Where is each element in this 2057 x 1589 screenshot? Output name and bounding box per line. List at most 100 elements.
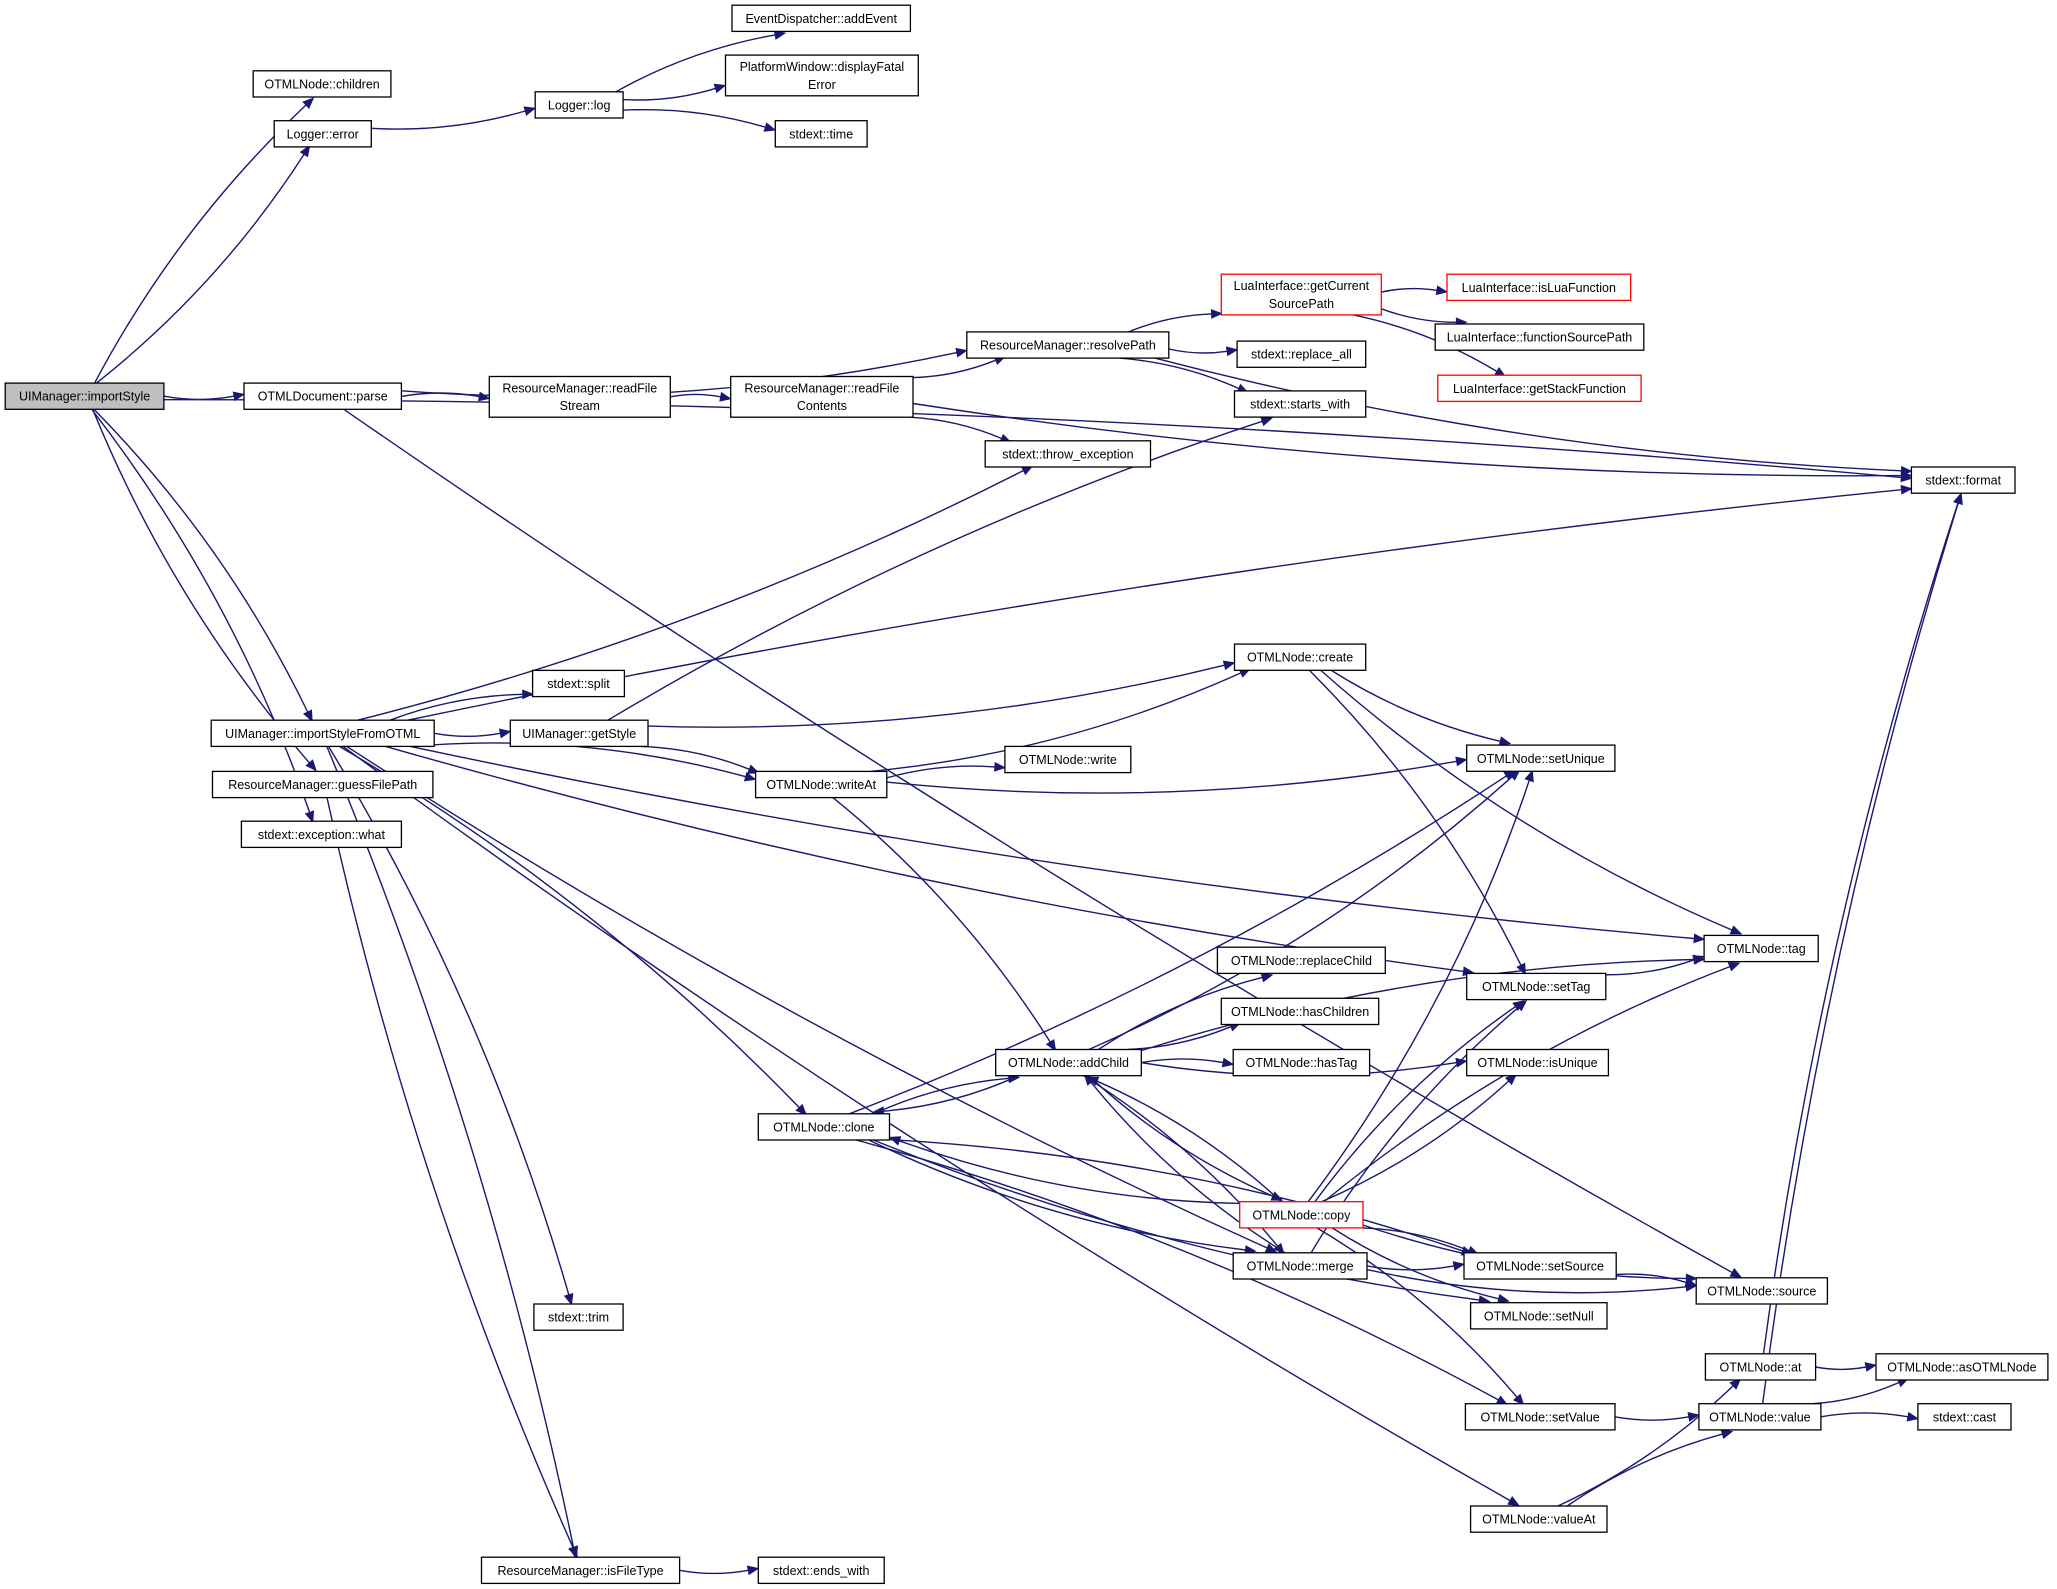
node-format[interactable]: stdext::format	[1910, 466, 2016, 494]
node-box[interactable]	[211, 770, 434, 799]
node-error[interactable]: Logger::error	[273, 120, 372, 148]
node-trim[interactable]: stdext::trim	[533, 1303, 624, 1331]
node-tag[interactable]: OTMLNode::tag	[1703, 934, 1819, 963]
node-box[interactable]	[1220, 273, 1382, 316]
node-box[interactable]	[1233, 643, 1367, 671]
node-box[interactable]	[966, 331, 1170, 359]
node-cast[interactable]: stdext::cast	[1917, 1403, 2012, 1431]
node-box[interactable]	[273, 120, 372, 148]
node-functionSourcePath[interactable]: LuaInterface::functionSourcePath	[1434, 323, 1645, 351]
node-children[interactable]: OTMLNode::children	[252, 70, 392, 98]
node-getStackFunction[interactable]: LuaInterface::getStackFunction	[1437, 374, 1642, 403]
node-box[interactable]	[1004, 745, 1132, 774]
node-box[interactable]	[1466, 972, 1607, 1001]
node-write[interactable]: OTMLNode::write	[1004, 745, 1132, 774]
node-box[interactable]	[1704, 1353, 1817, 1381]
node-box[interactable]	[1236, 340, 1367, 368]
node-asOTMLNode[interactable]: OTMLNode::asOTMLNode	[1875, 1353, 2049, 1381]
node-box[interactable]	[252, 70, 392, 98]
node-clone[interactable]: OTMLNode::clone	[757, 1113, 891, 1141]
node-guessFilePath[interactable]: ResourceManager::guessFilePath	[211, 770, 434, 799]
node-box[interactable]	[1469, 1302, 1608, 1330]
node-box[interactable]	[724, 54, 919, 97]
node-box[interactable]	[1466, 744, 1616, 772]
node-box[interactable]	[730, 375, 914, 418]
node-getStyle[interactable]: UIManager::getStyle	[509, 719, 649, 748]
node-box[interactable]	[1216, 946, 1386, 975]
node-box[interactable]	[1446, 273, 1632, 302]
node-box[interactable]	[531, 669, 626, 698]
node-setTag[interactable]: OTMLNode::setTag	[1466, 972, 1607, 1001]
node-writeAt[interactable]: OTMLNode::writeAt	[754, 770, 888, 799]
node-box[interactable]	[984, 440, 1152, 468]
node-setUnique[interactable]: OTMLNode::setUnique	[1466, 744, 1616, 772]
node-valueAt[interactable]: OTMLNode::valueAt	[1469, 1505, 1608, 1533]
node-box[interactable]	[1917, 1403, 2012, 1431]
node-isLuaFunction[interactable]: LuaInterface::isLuaFunction	[1446, 273, 1632, 302]
node-box[interactable]	[534, 91, 624, 119]
node-box[interactable]	[1703, 934, 1819, 963]
node-setNull[interactable]: OTMLNode::setNull	[1469, 1302, 1608, 1330]
node-time[interactable]: stdext::time	[774, 120, 868, 148]
node-box[interactable]	[1434, 323, 1645, 351]
node-throw_exception[interactable]: stdext::throw_exception	[984, 440, 1152, 468]
node-box[interactable]	[1437, 374, 1642, 403]
node-isUnique[interactable]: OTMLNode::isUnique	[1466, 1048, 1610, 1077]
node-box[interactable]	[1239, 1201, 1364, 1229]
node-box[interactable]	[731, 4, 912, 33]
node-box[interactable]	[1232, 1252, 1368, 1280]
node-box[interactable]	[1233, 390, 1367, 418]
node-box[interactable]	[995, 1048, 1142, 1077]
node-starts_with[interactable]: stdext::starts_with	[1233, 390, 1367, 418]
node-addChild[interactable]: OTMLNode::addChild	[995, 1048, 1142, 1077]
node-merge[interactable]: OTMLNode::merge	[1232, 1252, 1368, 1280]
node-resolvePath[interactable]: ResourceManager::resolvePath	[966, 331, 1170, 359]
node-hasChildren[interactable]: OTMLNode::hasChildren	[1220, 997, 1380, 1026]
node-box[interactable]	[480, 1556, 681, 1585]
node-isFileType[interactable]: ResourceManager::isFileType	[480, 1556, 681, 1585]
node-setSource[interactable]: OTMLNode::setSource	[1463, 1252, 1617, 1280]
node-copy[interactable]: OTMLNode::copy	[1239, 1201, 1364, 1229]
node-box[interactable]	[1220, 997, 1380, 1026]
node-setValue[interactable]: OTMLNode::setValue	[1464, 1403, 1616, 1431]
node-box[interactable]	[488, 375, 671, 418]
node-at[interactable]: OTMLNode::at	[1704, 1353, 1817, 1381]
node-box[interactable]	[4, 382, 165, 410]
node-box[interactable]	[1698, 1403, 1822, 1431]
node-replaceChild[interactable]: OTMLNode::replaceChild	[1216, 946, 1386, 975]
node-box[interactable]	[1463, 1252, 1617, 1280]
node-what[interactable]: stdext::exception::what	[240, 820, 403, 849]
node-parse[interactable]: OTMLDocument::parse	[243, 382, 403, 410]
node-value[interactable]: OTMLNode::value	[1698, 1403, 1822, 1431]
node-log[interactable]: Logger::log	[534, 91, 624, 119]
node-box[interactable]	[1695, 1277, 1829, 1305]
node-box[interactable]	[1232, 1048, 1371, 1077]
node-box[interactable]	[1875, 1353, 2049, 1381]
node-importStyleFromOTML[interactable]: UIManager::importStyleFromOTML	[210, 719, 435, 748]
node-box[interactable]	[1464, 1403, 1616, 1431]
node-box[interactable]	[1910, 466, 2016, 494]
node-box[interactable]	[1469, 1505, 1608, 1533]
node-box[interactable]	[243, 382, 403, 410]
node-box[interactable]	[210, 719, 435, 748]
node-box[interactable]	[774, 120, 868, 148]
node-create[interactable]: OTMLNode::create	[1233, 643, 1367, 671]
node-ends_with[interactable]: stdext::ends_with	[757, 1556, 885, 1585]
node-box[interactable]	[757, 1556, 885, 1585]
node-split[interactable]: stdext::split	[531, 669, 626, 698]
node-box[interactable]	[757, 1113, 891, 1141]
node-box[interactable]	[533, 1303, 624, 1331]
node-replace_all[interactable]: stdext::replace_all	[1236, 340, 1367, 368]
node-box[interactable]	[240, 820, 403, 849]
node-importStyle[interactable]: UIManager::importStyle	[4, 382, 165, 410]
node-box[interactable]	[1466, 1048, 1610, 1077]
node-hasTag[interactable]: OTMLNode::hasTag	[1232, 1048, 1371, 1077]
node-box[interactable]	[509, 719, 649, 748]
node-addEvent[interactable]: EventDispatcher::addEvent	[731, 4, 912, 33]
node-source[interactable]: OTMLNode::source	[1695, 1277, 1829, 1305]
node-box[interactable]	[754, 770, 888, 799]
